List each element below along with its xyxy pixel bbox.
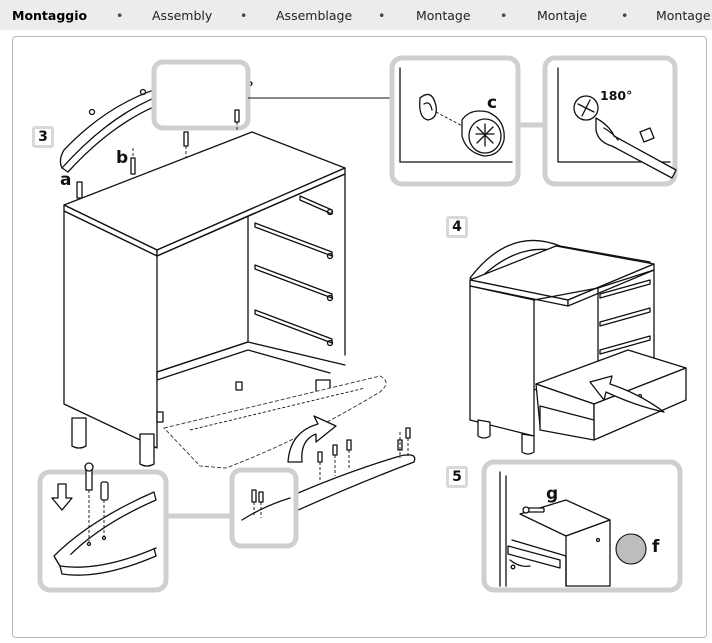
part-b-label: b	[116, 148, 129, 168]
top-dowels	[76, 109, 240, 199]
screwdriver-detail	[557, 67, 677, 179]
part-g-label: g	[546, 484, 559, 504]
push-arrow-icon	[589, 375, 665, 413]
language-header: Montaggio • Assembly • Assemblage • Mont…	[0, 0, 712, 30]
step-5-badge: 5	[446, 466, 468, 488]
separator-dot: •	[240, 8, 248, 23]
knob-icon	[615, 533, 647, 565]
dowel-detail	[51, 462, 157, 576]
part-a-label: a	[60, 170, 72, 190]
step-3-badge: 3	[32, 126, 54, 148]
separator-dot: •	[500, 8, 508, 23]
dresser-body	[63, 131, 346, 467]
separator-dot: •	[116, 8, 124, 23]
step-4-badge: 4	[446, 216, 468, 238]
part-c-label: c	[487, 93, 498, 113]
down-arrow-icon	[51, 483, 73, 511]
crown-detail-highlight	[151, 59, 251, 131]
separator-dot: •	[378, 8, 386, 23]
lang-french: Assemblage	[276, 8, 353, 23]
drawer-knob-detail	[499, 471, 647, 587]
lang-english: Assembly	[152, 8, 213, 23]
lang-dutch: Montage	[656, 8, 711, 23]
curved-arrow-icon	[287, 415, 337, 463]
lang-spanish: Montaje	[537, 8, 588, 23]
separator-dot: •	[621, 8, 629, 23]
cam-lock-detail	[399, 67, 513, 163]
assembled-dresser	[469, 239, 687, 455]
part-f-label: f	[652, 537, 660, 557]
lang-italian: Montaggio	[12, 8, 88, 23]
rotation-label: 180°	[600, 88, 633, 103]
plinth-ghost	[163, 375, 387, 469]
lang-german: Montage	[416, 8, 471, 23]
